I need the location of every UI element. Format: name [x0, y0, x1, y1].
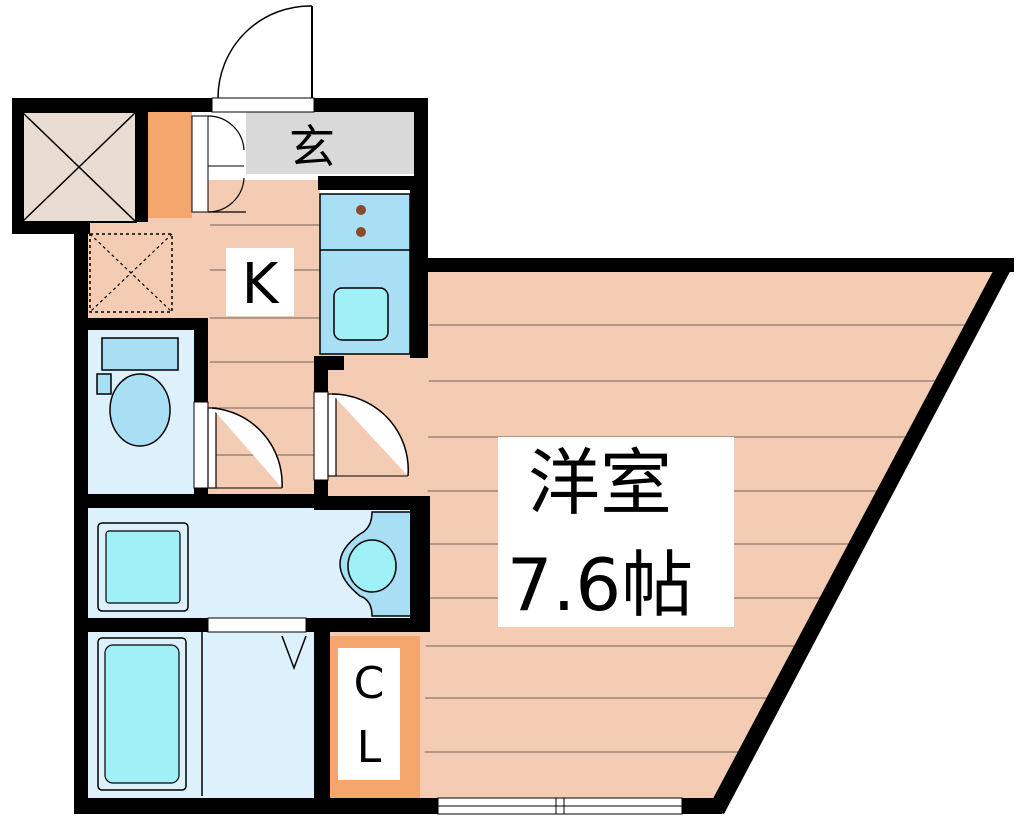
toilet-icon	[96, 337, 179, 447]
western-room-size: 7.6帖	[507, 543, 694, 627]
closet: C L	[328, 636, 420, 798]
shoe-cabinet	[148, 112, 192, 218]
stove-icon	[356, 205, 366, 237]
kitchen-label-plate	[226, 248, 294, 316]
room-door-swing-icon	[327, 393, 409, 477]
toilet-room	[88, 328, 194, 494]
washer-icon	[97, 522, 189, 612]
western-room: 洋室 7.6帖	[320, 264, 1005, 810]
kitchen-counter	[319, 193, 411, 355]
washbasin-icon	[339, 511, 413, 617]
front-door-swing-icon	[217, 5, 313, 99]
folding-door-icon	[281, 635, 307, 671]
walls	[12, 98, 1014, 814]
bathtub-icon	[97, 637, 187, 791]
doors	[191, 5, 409, 633]
entrance: 玄	[246, 112, 414, 174]
kitchen-label: K	[242, 252, 280, 317]
closet-label-1: C	[354, 658, 385, 709]
storage-box	[21, 111, 137, 223]
western-room-name: 洋室	[528, 441, 672, 525]
washer-pan-icon	[89, 233, 173, 313]
window-icon	[437, 797, 683, 815]
bathroom	[88, 630, 320, 798]
toilet-door-swing-icon	[207, 407, 283, 489]
sink-icon	[333, 287, 389, 341]
room-label-plate	[498, 437, 734, 627]
washroom	[88, 508, 414, 620]
closet-label-2: L	[357, 722, 382, 773]
entrance-label: 玄	[289, 120, 335, 174]
